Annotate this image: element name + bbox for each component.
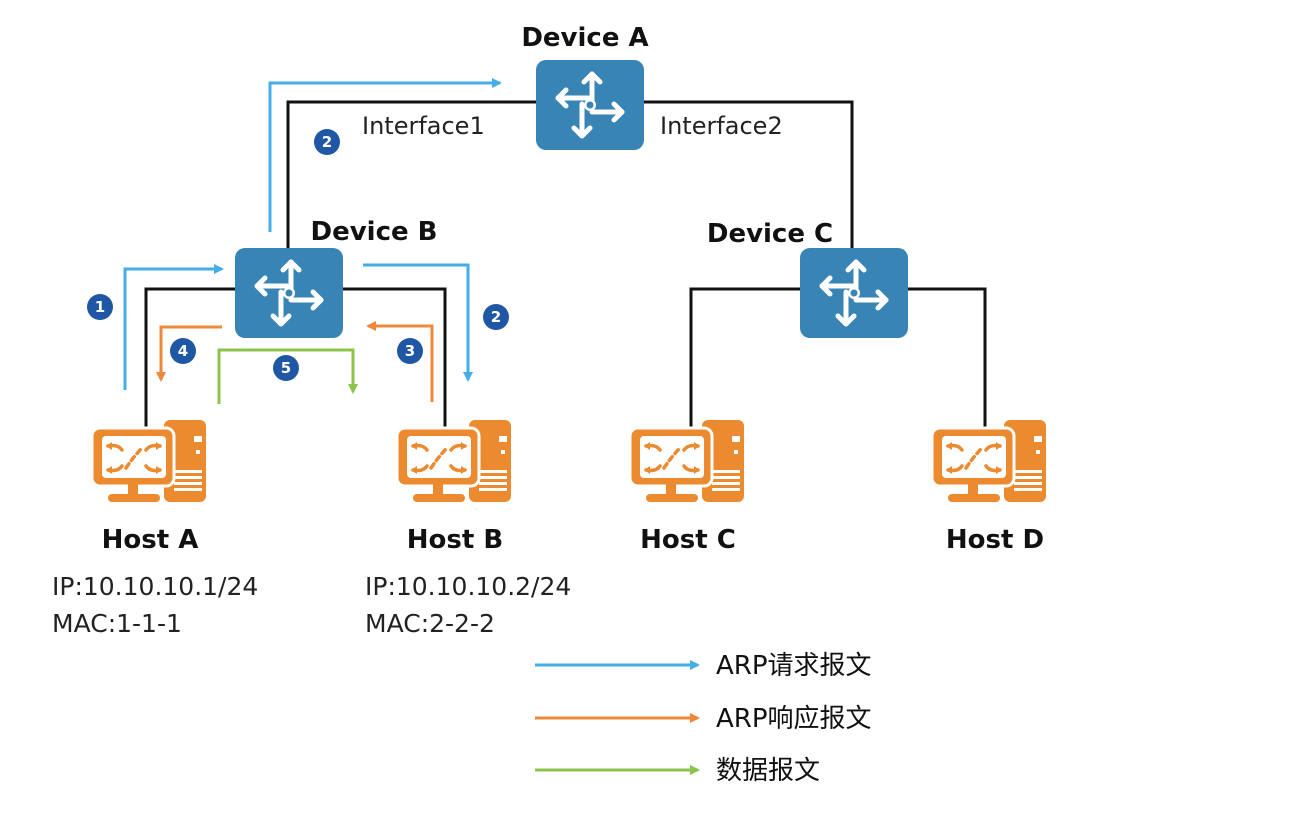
host-d-label: Host D: [946, 525, 1044, 555]
computer-icon: [90, 418, 208, 504]
arp-request-arrow-step2-right: [363, 263, 473, 382]
step-badge-3: 3: [397, 338, 423, 364]
device-c-label: Device C: [707, 219, 833, 249]
host-a[interactable]: Host A IP:10.10.10.1/24 MAC:1-1-1: [52, 418, 258, 638]
svg-text:4: 4: [178, 342, 188, 360]
computer-icon: [395, 418, 513, 504]
link-deviceb-devicea: [286, 100, 538, 250]
interface2-label: Interface2: [660, 112, 783, 140]
link-devicec-hostd: [906, 287, 987, 428]
host-b-ip: IP:10.10.10.2/24: [365, 572, 571, 601]
svg-text:2: 2: [491, 308, 501, 326]
legend-item-arp-response: ARP响应报文: [535, 704, 872, 734]
host-c-label: Host C: [640, 525, 736, 555]
router-icon: [800, 248, 908, 338]
device-c[interactable]: Device C: [707, 219, 908, 338]
host-b[interactable]: Host B IP:10.10.10.2/24 MAC:2-2-2: [365, 418, 571, 638]
legend: ARP请求报文 ARP响应报文 数据报文: [535, 651, 872, 786]
host-a-ip: IP:10.10.10.1/24: [52, 572, 258, 601]
arp-request-arrow-step2-up: [268, 78, 502, 232]
step-badge-1: 1: [87, 294, 113, 320]
link-deviceb-hostb: [340, 287, 447, 428]
host-d[interactable]: Host D: [930, 418, 1048, 555]
svg-text:2: 2: [322, 133, 332, 151]
legend-item-data: 数据报文: [535, 756, 820, 786]
host-c[interactable]: Host C: [628, 418, 746, 555]
arp-request-arrow-step1: [123, 264, 224, 390]
step-badge-5: 5: [273, 355, 299, 381]
device-b[interactable]: Device B: [235, 217, 438, 338]
svg-text:3: 3: [405, 342, 415, 360]
arp-response-arrow-step4: [156, 325, 222, 382]
step-badge-2-top: 2: [314, 129, 340, 155]
device-b-label: Device B: [311, 217, 438, 247]
host-b-mac: MAC:2-2-2: [365, 609, 495, 638]
step-badge-4: 4: [170, 338, 196, 364]
link-deviceb-hosta: [144, 287, 236, 428]
svg-text:ARP响应报文: ARP响应报文: [716, 704, 872, 734]
legend-item-arp-request: ARP请求报文: [535, 651, 872, 681]
link-devicec-hostc: [689, 287, 800, 428]
svg-text:5: 5: [281, 359, 291, 377]
router-icon: [235, 248, 343, 338]
interface1-label: Interface1: [362, 112, 485, 140]
step-badge-2-right: 2: [483, 304, 509, 330]
device-a[interactable]: Device A: [521, 23, 649, 150]
host-b-label: Host B: [407, 525, 503, 555]
svg-text:ARP请求报文: ARP请求报文: [716, 651, 872, 681]
host-a-mac: MAC:1-1-1: [52, 609, 182, 638]
host-a-label: Host A: [102, 525, 199, 555]
arp-response-arrow-step3: [366, 321, 434, 402]
router-icon: [536, 60, 644, 150]
svg-text:1: 1: [95, 298, 105, 316]
data-arrow-step5: [217, 348, 358, 404]
device-a-label: Device A: [521, 23, 648, 53]
links: [144, 100, 987, 428]
computer-icon: [930, 418, 1048, 504]
link-devicea-devicec: [641, 100, 854, 250]
svg-text:数据报文: 数据报文: [716, 756, 820, 786]
computer-icon: [628, 418, 746, 504]
